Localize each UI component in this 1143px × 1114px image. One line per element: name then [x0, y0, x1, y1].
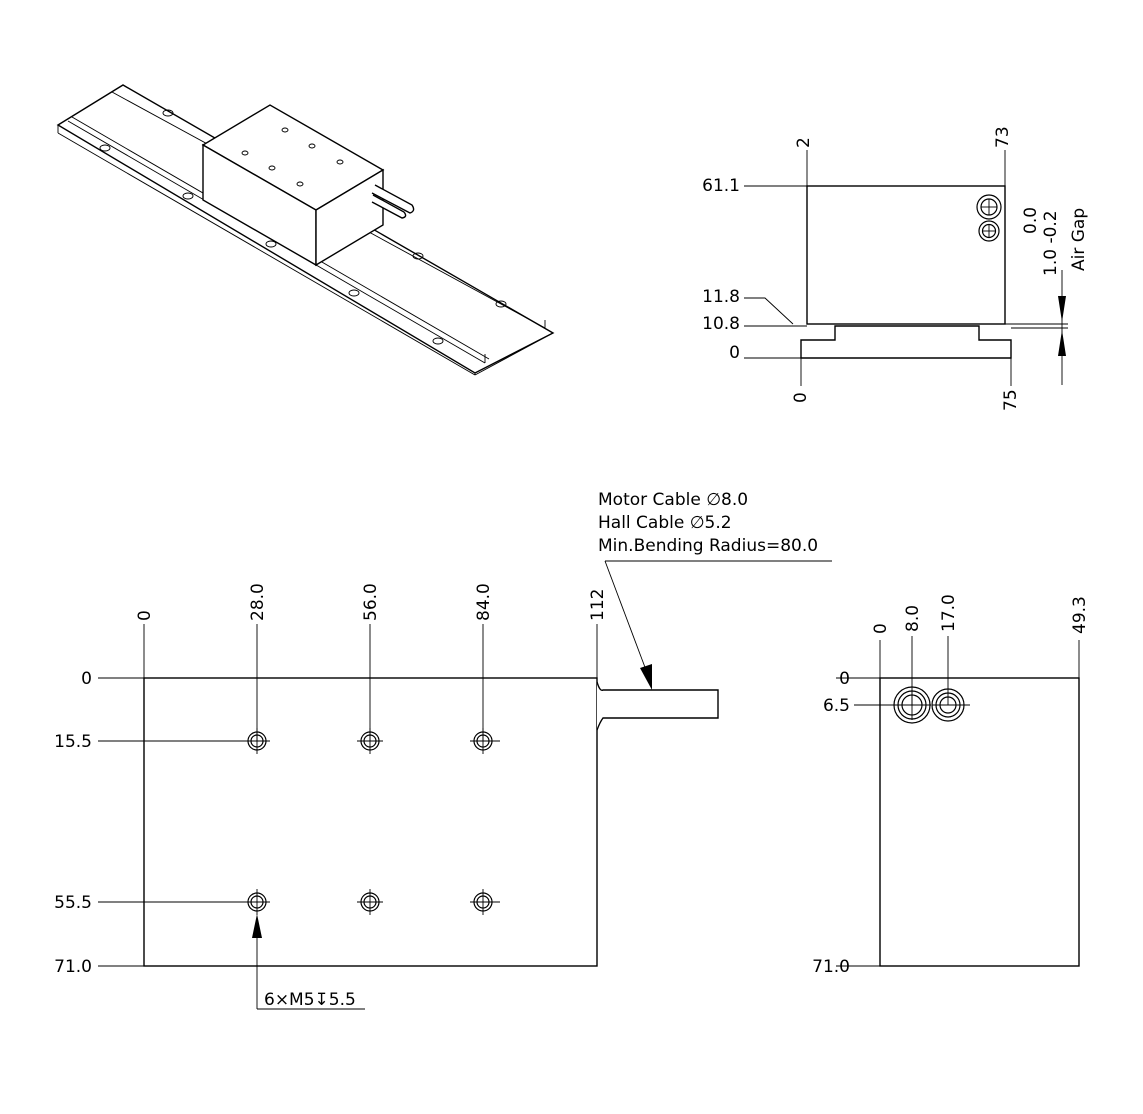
- rail-hole: [99, 144, 111, 152]
- dim-2: 2: [794, 137, 814, 148]
- dim-75: 75: [1001, 389, 1021, 411]
- cable-note-hall: Hall Cable ∅5.2: [598, 513, 732, 533]
- row-dim-0: 0: [81, 669, 92, 689]
- motor-body: [806, 185, 1006, 325]
- side-col-49-3: 49.3: [1070, 596, 1090, 634]
- air-gap-lower: 1.0 -0.2: [1041, 210, 1061, 276]
- rail-hole: [182, 192, 194, 200]
- motor-rail: [800, 325, 1012, 359]
- rail-hole: [495, 300, 507, 308]
- dim-0-left: 0: [729, 343, 740, 363]
- row-dim-71: 71.0: [54, 957, 92, 977]
- row-dim-15-5: 15.5: [54, 732, 92, 752]
- col-dim-56: 56.0: [361, 583, 381, 621]
- rail-hole: [265, 240, 277, 248]
- carriage-side: [315, 168, 384, 267]
- rail-hole: [432, 337, 444, 345]
- air-gap-label: Air Gap: [1069, 208, 1089, 271]
- side-row-6-5: 6.5: [823, 696, 850, 716]
- side-col-8: 8.0: [903, 605, 923, 632]
- side-view: 0 8.0 17.0 49.3 0 6.5 71.0: [812, 594, 1090, 977]
- side-col-17: 17.0: [939, 594, 959, 632]
- side-col-0: 0: [871, 623, 891, 634]
- mounting-holes: [244, 728, 500, 915]
- isometric-view: [56, 84, 555, 376]
- dim-73: 73: [993, 126, 1013, 148]
- col-dim-28: 28.0: [248, 583, 268, 621]
- dim-10-8: 10.8: [702, 314, 740, 334]
- rail-hole: [412, 252, 424, 260]
- dim-61-1: 61.1: [702, 176, 740, 196]
- cable-note-motor: Motor Cable ∅8.0: [598, 490, 748, 510]
- carriage-outline: [143, 677, 598, 967]
- motor-cable: [371, 184, 415, 214]
- end-view: 2 73 61.1 11.8 10.8 0 0 75 0.0 1.0 -0.2 …: [702, 126, 1089, 411]
- col-dim-0: 0: [135, 610, 155, 621]
- hole-callout: 6×M5↧5.5: [264, 990, 356, 1010]
- hall-cable: [371, 194, 407, 219]
- dim-0-bottom: 0: [791, 392, 811, 403]
- side-row-0: 0: [839, 669, 850, 689]
- row-dim-55-5: 55.5: [54, 893, 92, 913]
- cable-note-bending: Min.Bending Radius=80.0: [598, 536, 818, 556]
- rail-hole: [348, 289, 360, 297]
- col-dim-112: 112: [588, 589, 608, 621]
- air-gap-upper: 0.0: [1021, 207, 1041, 234]
- rail-hole: [162, 109, 174, 117]
- side-row-71: 71.0: [812, 957, 850, 977]
- col-dim-84: 84.0: [474, 583, 494, 621]
- side-outline: [879, 677, 1080, 967]
- cable-exit: [596, 681, 719, 731]
- top-view: 0 28.0 56.0 84.0 112 0 15.5 55.5 71.0 Mo…: [54, 490, 832, 1010]
- dim-11-8: 11.8: [702, 287, 740, 307]
